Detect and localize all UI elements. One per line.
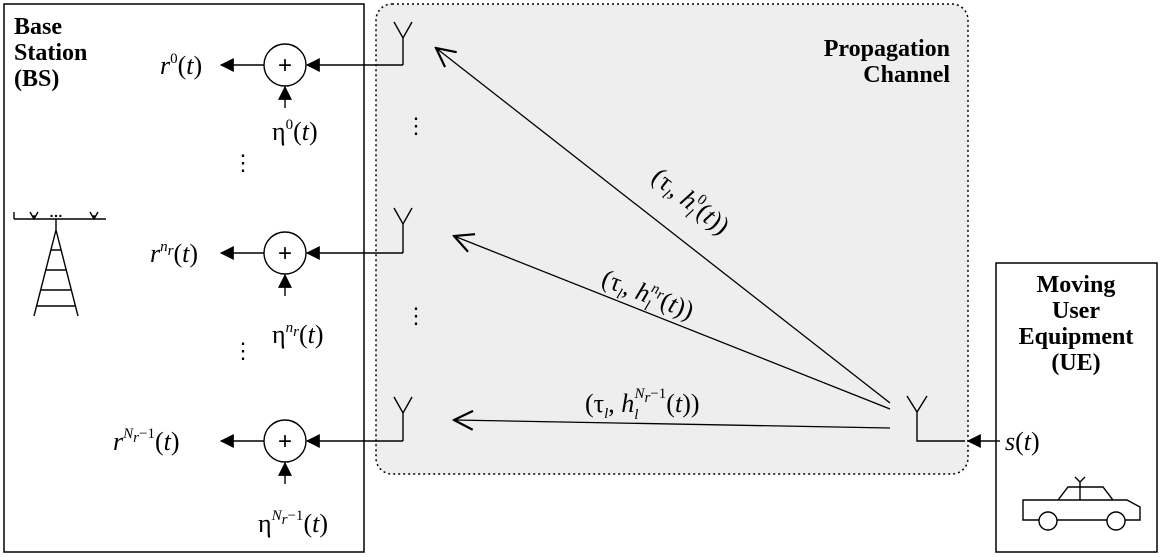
ellipsis-bs-upper: ⋮ xyxy=(232,150,254,175)
receive-branch-nr: + rnr(t) ηnr(t) xyxy=(150,207,413,349)
adder-symbol: + xyxy=(278,52,292,79)
ellipsis-channel-lower: ⋮ xyxy=(405,303,427,328)
base-station-box xyxy=(3,3,365,553)
output-signal-0: r0(t) xyxy=(160,51,202,80)
propagation-channel-box xyxy=(375,3,969,475)
user-equipment-box xyxy=(995,262,1158,553)
output-signal-last: rNr−1(t) xyxy=(113,426,180,456)
path-label-nr: (τl, hlnr(t)) xyxy=(596,263,698,330)
receive-branch-0: + r0(t) η0(t) xyxy=(160,21,413,146)
propagation-paths xyxy=(436,48,891,428)
source-signal: s(t) xyxy=(1005,427,1040,456)
car-icon xyxy=(1022,476,1141,531)
noise-nr: ηnr(t) xyxy=(272,320,324,349)
adder-symbol: + xyxy=(278,428,292,455)
adder-symbol: + xyxy=(278,240,292,267)
receive-branch-last: + rNr−1(t) ηNr−1(t) xyxy=(113,396,413,538)
path-label-last: (τl, hlNr−1(t)) xyxy=(585,386,700,423)
path-arrow-0 xyxy=(436,48,891,404)
tx-antenna-icon xyxy=(906,395,965,442)
rx-antenna-icon xyxy=(393,207,413,253)
noise-last: ηNr−1(t) xyxy=(258,508,328,538)
path-arrow-nr xyxy=(454,236,891,410)
ellipsis-bs-lower: ⋮ xyxy=(232,338,254,363)
rx-antenna-icon xyxy=(393,21,413,65)
rx-antenna-icon xyxy=(393,396,413,441)
path-arrow-last xyxy=(454,420,891,428)
ellipsis-channel-upper: ⋮ xyxy=(405,113,427,138)
noise-0: η0(t) xyxy=(272,117,318,146)
tower-ellipsis: … xyxy=(49,204,63,220)
tower-icon xyxy=(13,211,106,317)
output-signal-nr: rnr(t) xyxy=(150,239,198,268)
ue-antenna-branch: s(t) xyxy=(906,395,1040,456)
